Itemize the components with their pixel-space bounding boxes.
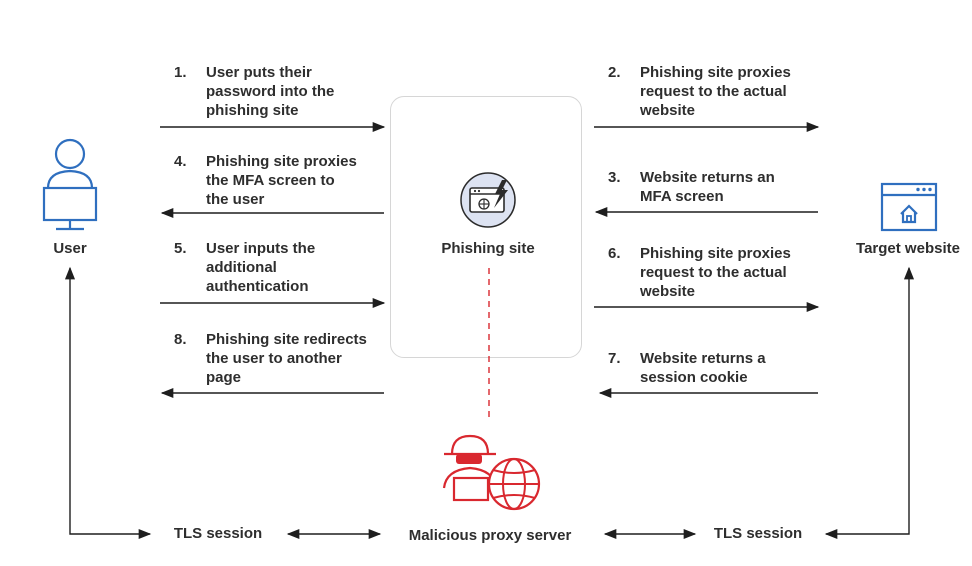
user-computer-icon [42, 138, 98, 231]
proxy-link-dashed [488, 268, 490, 418]
step-3: 3. Website returns an MFA screen [608, 168, 775, 206]
phishing-browser-icon [460, 172, 516, 228]
step-1: 1. User puts their password into the phi… [174, 63, 334, 120]
step-number: 4. [174, 153, 187, 170]
website-home-icon [880, 182, 938, 232]
step-text: Phishing site proxies request to the act… [640, 64, 791, 119]
phishing-site-label: Phishing site [441, 240, 535, 257]
step-text: Phishing site redirects the user to anot… [206, 331, 367, 386]
tls-session-left: TLS session [173, 525, 263, 542]
step-text: Phishing site proxies the MFA screen to … [206, 153, 357, 208]
step-text: Phishing site proxies request to the act… [640, 245, 791, 300]
step-number: 1. [174, 64, 187, 81]
step-5: 5. User inputs the additional authentica… [174, 239, 315, 296]
proxy-label: Malicious proxy server [408, 527, 572, 544]
step-text: User puts their password into the phishi… [206, 64, 335, 119]
step-4: 4. Phishing site proxies the MFA screen … [174, 152, 357, 209]
step-text: Website returns a session cookie [640, 350, 766, 386]
user-label: User [53, 240, 87, 257]
step-number: 7. [608, 350, 621, 367]
step-number: 6. [608, 245, 621, 262]
step-7: 7. Website returns a session cookie [608, 349, 766, 387]
user-tls-connector [64, 266, 152, 540]
step-2: 2. Phishing site proxies request to the … [608, 63, 791, 120]
step-number: 5. [174, 240, 187, 257]
target-tls-connector [824, 266, 915, 540]
step-number: 8. [174, 331, 187, 348]
target-website-label: Target website [856, 240, 960, 257]
step-text: User inputs the additional authenticatio… [206, 240, 316, 295]
step-number: 2. [608, 64, 621, 81]
step-text: Website returns an MFA screen [640, 169, 775, 205]
step-6: 6. Phishing site proxies request to the … [608, 244, 791, 301]
step-number: 3. [608, 169, 621, 186]
hacker-globe-icon [442, 434, 541, 511]
tls-session-right: TLS session [713, 525, 803, 542]
step-8: 8. Phishing site redirects the user to a… [174, 330, 367, 387]
